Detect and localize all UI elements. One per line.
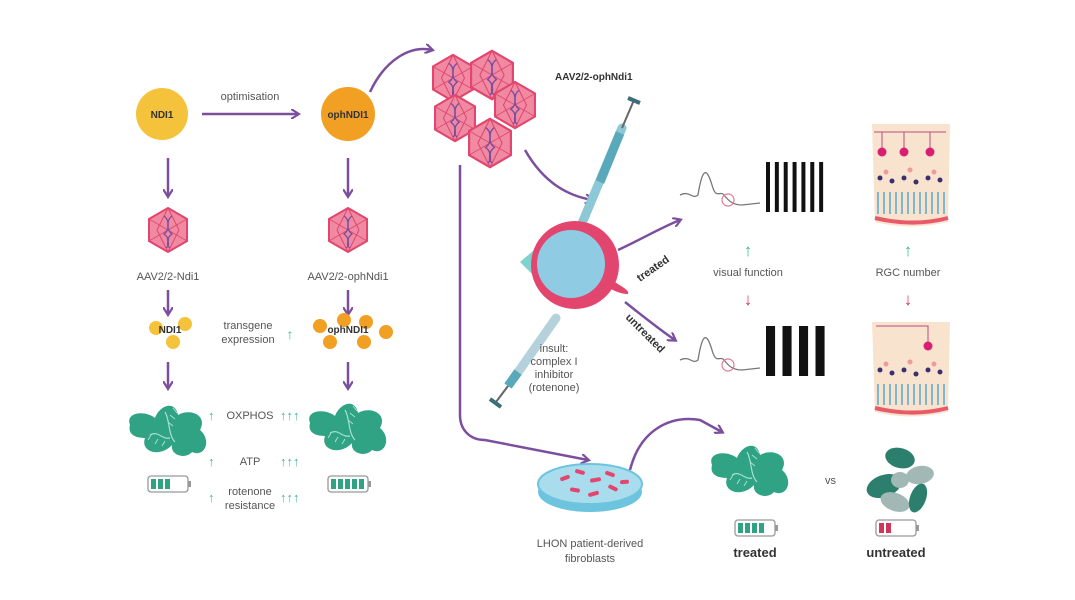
battery-cell [879, 523, 884, 533]
vs-label: vs [825, 475, 837, 487]
protein-left-label: NDI1 [159, 325, 182, 336]
syringe-bottom [488, 313, 561, 409]
erg-trace-treated [679, 172, 761, 207]
fibroblast-label-line2: fibroblasts [565, 553, 616, 565]
battery-cell [331, 479, 336, 489]
retina-section-untreated [872, 322, 950, 417]
grating-bar [815, 326, 825, 376]
grating-untreated [766, 326, 825, 376]
grating-bar [782, 326, 792, 376]
ophndi1-node [321, 87, 375, 141]
battery-cell [359, 479, 364, 489]
visual-function-down-icon: ↓ [744, 290, 753, 309]
battery-cell [352, 479, 357, 489]
up-arrow-icon: ↑ [287, 326, 294, 342]
treated-label: treated [635, 254, 672, 285]
rgc-down-icon: ↓ [904, 290, 913, 309]
petri-dish [537, 463, 643, 512]
battery-icon [875, 519, 919, 537]
battery-cell [738, 523, 743, 533]
vector-right-label: AAV2/2-ophNdi1 [307, 271, 388, 283]
grating-bar [766, 162, 770, 212]
untreated-bottom-label: untreated [866, 545, 925, 560]
capsid-icon [328, 207, 368, 253]
battery-cell [886, 523, 891, 533]
grating-bar [774, 162, 779, 212]
insult-line1: insult: [540, 343, 569, 355]
grating-bar [792, 162, 797, 212]
battery-tip [775, 525, 778, 531]
up-arrow-icon: ↑ [208, 408, 215, 423]
grating-bar [799, 326, 809, 376]
battery-cell [752, 523, 757, 533]
to-eye-arrow [523, 149, 592, 200]
rotenone-label-line1: rotenone [228, 486, 271, 498]
eye-illustration [520, 221, 629, 309]
mitochondria-icon [128, 405, 207, 457]
treated-bottom-label: treated [733, 545, 776, 560]
grating-treated [766, 162, 824, 212]
up-arrow-icon: ↑ [208, 454, 215, 469]
grating-bar [819, 162, 824, 212]
battery-tip [188, 481, 191, 487]
grating-bar [810, 162, 815, 212]
oxphos-label: OXPHOS [226, 410, 273, 422]
to-fibroblast-arrow [458, 165, 588, 460]
atp-label: ATP [240, 456, 261, 468]
rgc-number-label: RGC number [876, 267, 941, 279]
ndi1-protein-cluster [149, 317, 192, 349]
rgc-up-icon: ↑ [904, 241, 913, 260]
grating-bar [766, 326, 776, 376]
triple-up-arrow-icon: ↑↑↑ [280, 454, 300, 469]
battery-cell [165, 479, 170, 489]
capsid-icon [148, 207, 188, 253]
protein-right-label: ophNDI1 [327, 325, 369, 336]
vector-left-label: AAV2/2-Ndi1 [137, 271, 200, 283]
vector-cluster-label: AAV2/2-ophNdi1 [555, 72, 633, 83]
mitochondria-icon [308, 403, 387, 455]
battery-cell [151, 479, 156, 489]
to-vector-cluster-arrow [368, 49, 432, 93]
treated-arrow [617, 220, 680, 252]
insult-line3: inhibitor [535, 369, 574, 381]
battery-tip [368, 481, 371, 487]
battery-tip [916, 525, 919, 531]
battery-icon [327, 475, 371, 493]
triple-up-arrow-icon: ↑↑↑ [280, 490, 300, 505]
visual-function-up-icon: ↑ [744, 241, 753, 260]
mitochondria-untreated-icon [866, 447, 934, 513]
ndi1-node [136, 88, 188, 140]
transgene-label-line2: expression [221, 334, 274, 346]
untreated-arrow [624, 301, 675, 340]
ndi1-label: NDI1 [151, 110, 174, 121]
insult-line2: complex I [530, 356, 577, 368]
triple-up-arrow-icon: ↑↑↑ [280, 408, 300, 423]
grating-bar [801, 162, 806, 212]
up-arrow-icon: ↑ [208, 490, 215, 505]
syringe-top [575, 96, 641, 233]
optimisation-label: optimisation [221, 91, 280, 103]
transgene-label-line1: transgene [224, 320, 273, 332]
insult-line4: (rotenone) [529, 382, 580, 394]
ophndi1-protein-cluster [313, 313, 393, 349]
battery-cell [158, 479, 163, 489]
battery-cell [759, 523, 764, 533]
battery-icon [147, 475, 191, 493]
vector-cluster [431, 49, 537, 169]
retina-section-treated [872, 124, 950, 227]
battery-icon [734, 519, 778, 537]
fibroblast-label-line1: LHON patient-derived [537, 538, 643, 550]
grating-bar [783, 162, 788, 212]
ophndi1-label: ophNDI1 [327, 110, 369, 121]
fibroblast-to-treated-arrow [628, 417, 722, 471]
rotenone-label-line2: resistance [225, 500, 275, 512]
battery-cell [338, 479, 343, 489]
mitochondria-treated-icon [710, 445, 789, 497]
battery-cell [745, 523, 750, 533]
erg-trace-untreated [679, 337, 761, 372]
visual-function-label: visual function [713, 267, 783, 279]
battery-cell [345, 479, 350, 489]
